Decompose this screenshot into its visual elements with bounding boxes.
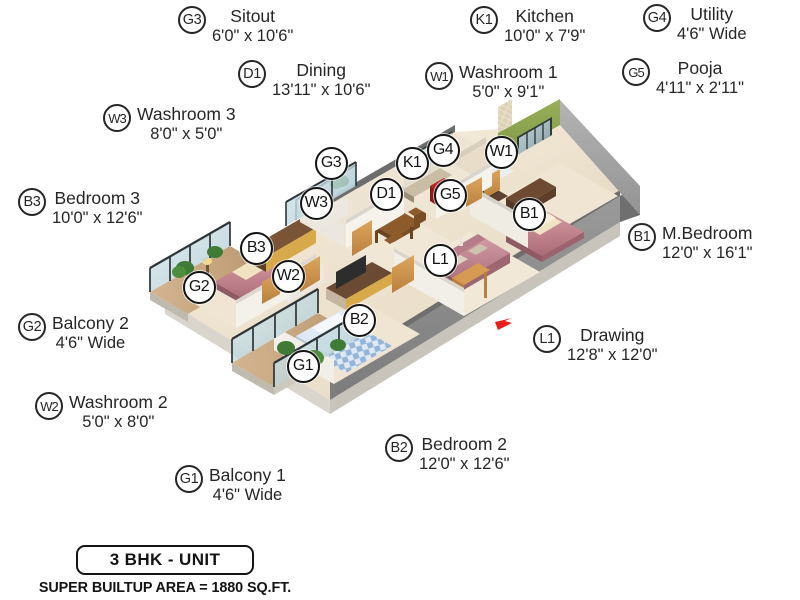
callout-room-dimension: 10'0" x 7'9": [504, 26, 586, 45]
callout-room-dimension: 5'0" x 9'1": [472, 82, 545, 101]
callout-badge-k1: K1: [470, 6, 498, 34]
callout-room-dimension: 8'0" x 5'0": [150, 124, 223, 143]
callout-room-name: Bedroom 3: [54, 188, 141, 208]
exterior-wall-east: [560, 100, 640, 222]
callout-room-dimension: 12'0" x 16'1": [662, 243, 753, 262]
callout-badge-b2: B2: [385, 434, 413, 462]
plan-marker-g3: G3: [314, 146, 348, 180]
balcony-2-railing: [149, 221, 231, 292]
callout-room-name: Washroom 2: [69, 392, 168, 412]
callout-badge-b3: B3: [18, 188, 46, 216]
callout-room-dimension: 12'0" x 12'6": [419, 454, 510, 473]
plan-marker-w3: W3: [299, 186, 333, 220]
callout-room-name: Sitout: [230, 6, 276, 26]
plan-marker-w2: W2: [271, 259, 305, 293]
callout-badge-g2: G2: [18, 313, 46, 341]
plan-marker-g5: G5: [433, 178, 467, 212]
plan-marker-b2: B2: [342, 303, 376, 337]
sliding-window: [517, 117, 552, 155]
unit-type-box: 3 BHK - UNIT: [76, 545, 254, 575]
callout-room-dimension: 6'0" x 10'6": [212, 26, 294, 45]
callout-badge-l1: L1: [533, 325, 561, 353]
super-builtup-area-text: SUPER BUILTUP AREA = 1880 SQ.FT.: [38, 580, 292, 596]
plan-marker-k1: K1: [395, 146, 429, 180]
callout-room-name: Drawing: [580, 325, 645, 345]
callout-room-name: Bedroom 2: [421, 434, 508, 454]
callout-room-dimension: 4'6" Wide: [677, 24, 747, 43]
callout-room-name: Balcony 1: [209, 465, 286, 485]
callout-room-dimension: 4'6" Wide: [212, 485, 283, 504]
plan-marker-g1: G1: [286, 349, 320, 383]
callout-badge-w3: W3: [103, 104, 131, 132]
callout-room-name: M.Bedroom: [662, 223, 753, 243]
callout-room-dimension: 10'0" x 12'6": [52, 208, 143, 227]
callout-room-name: Washroom 1: [459, 62, 558, 82]
callout-badge-d1: D1: [238, 60, 266, 88]
callout-room-dimension: 12'8" x 12'0": [567, 345, 658, 364]
callout-room-dimension: 13'11" x 10'6": [272, 80, 371, 99]
callout-room-name: Balcony 2: [52, 313, 129, 333]
plan-marker-g2: G2: [182, 270, 216, 304]
callout-badge-w2: W2: [35, 392, 63, 420]
callout-room-name: Washroom 3: [137, 104, 236, 124]
callout-room-name: Utility: [690, 4, 734, 24]
callout-room-name: Kitchen: [515, 6, 574, 26]
plan-marker-l1: L1: [423, 243, 457, 277]
plan-marker-b3: B3: [239, 231, 273, 265]
callout-room-dimension: 5'0" x 8'0": [82, 412, 155, 431]
plan-marker-d1: D1: [369, 177, 403, 211]
callout-badge-g3: G3: [178, 6, 206, 34]
callout-room-dimension: 4'11" x 2'11": [656, 78, 745, 97]
callout-room-name: Pooja: [677, 58, 723, 78]
plan-marker-b1: B1: [512, 197, 546, 231]
callout-badge-g4: G4: [643, 4, 671, 32]
callout-badge-g1: G1: [175, 465, 203, 493]
callout-room-dimension: 4'6" Wide: [55, 333, 126, 352]
entry-direction-arrow: [495, 318, 512, 330]
plan-marker-w1: W1: [484, 135, 518, 169]
callout-badge-g5: G5: [622, 58, 650, 86]
callout-badge-w1: W1: [425, 62, 453, 90]
callout-room-name: Dining: [296, 60, 347, 80]
plan-marker-g4: G4: [426, 133, 460, 167]
footer: 3 BHK - UNIT SUPER BUILTUP AREA = 1880 S…: [0, 545, 330, 596]
callout-badge-b1: B1: [628, 223, 656, 251]
